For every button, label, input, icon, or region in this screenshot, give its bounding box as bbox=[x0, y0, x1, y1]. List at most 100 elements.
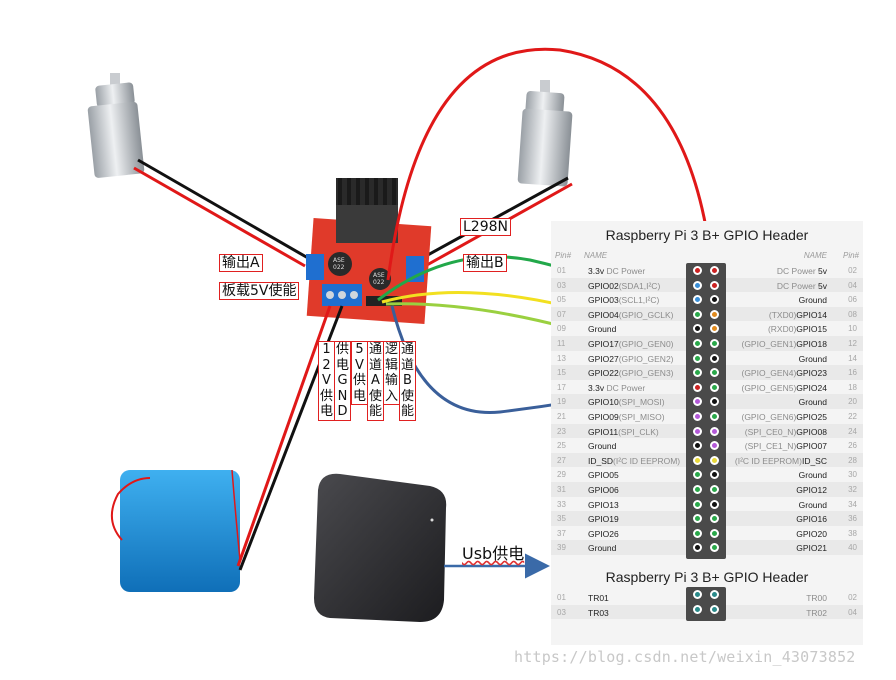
pin-name-left: GPIO22(GPIO_GEN3) bbox=[588, 368, 674, 378]
pin-label-right: GPIO07 bbox=[796, 441, 827, 452]
terminal-char: 道 bbox=[368, 357, 382, 373]
pin-label-right: Ground bbox=[798, 295, 827, 306]
pin-name-left: GPIO13 bbox=[588, 500, 619, 510]
pin-number-left: 01 bbox=[557, 593, 566, 602]
pin-label-right: Ground bbox=[798, 397, 827, 408]
pin-name-left: GPIO05 bbox=[588, 470, 619, 480]
watermark: https://blog.csdn.net/weixin_43073852 bbox=[514, 648, 856, 666]
terminal-char: 1 bbox=[322, 342, 331, 357]
pin-label-right: GPIO20 bbox=[796, 528, 827, 539]
gpio-pin-dot bbox=[710, 412, 719, 421]
pin-function-right: (GPIO_GEN4) bbox=[741, 368, 797, 379]
gpio-pin-dot bbox=[710, 266, 719, 275]
gpio-pin-dot bbox=[710, 309, 719, 319]
pin-number-left: 31 bbox=[557, 485, 566, 494]
power-bank bbox=[292, 466, 472, 640]
pin-number-right: 22 bbox=[848, 412, 857, 421]
label-usb-power: Usb供电 bbox=[462, 540, 524, 564]
label-output-a: 输出A bbox=[219, 254, 263, 272]
capacitor-text-2: 022 bbox=[333, 264, 345, 271]
pin-label-left: Ground bbox=[588, 543, 617, 554]
pin-name-right: GPIO12 bbox=[796, 485, 827, 495]
gpio-pin-dot bbox=[710, 280, 719, 290]
pin-number-left: 35 bbox=[557, 514, 566, 524]
pin-number-left: 23 bbox=[557, 426, 566, 436]
terminal-char: 辑 bbox=[384, 357, 398, 373]
pin-function-right: (GPIO_GEN5) bbox=[741, 382, 797, 393]
pin-name-right: Ground bbox=[799, 470, 827, 480]
pin-label-left: TR01 bbox=[588, 593, 609, 603]
pin-number-left: 15 bbox=[557, 368, 566, 378]
gpio-pin-dot bbox=[710, 455, 719, 465]
pin-label-left: GPIO10 bbox=[588, 397, 619, 408]
pin-name-right: GPIO21 bbox=[796, 543, 827, 553]
pin-number-left: 27 bbox=[557, 455, 566, 465]
pin-name-right: TR00 bbox=[806, 593, 827, 603]
pin-function-right: (GPIO_GEN6) bbox=[741, 412, 797, 422]
terminal-char: 2 bbox=[322, 357, 331, 373]
terminal-char: 电 bbox=[319, 404, 333, 419]
terminal-char: 能 bbox=[368, 404, 382, 419]
battery-pack bbox=[96, 456, 266, 604]
pin-function-right: (GPIO_GEN1) bbox=[741, 339, 797, 349]
pin-label-left: GPIO03 bbox=[588, 295, 619, 306]
gpio-pin-dot bbox=[693, 324, 702, 334]
pin-label-right: GPIO08 bbox=[796, 426, 827, 437]
pin-number-left: 05 bbox=[557, 295, 566, 305]
pin-name-left: TR01 bbox=[588, 593, 609, 603]
pin-name-left: GPIO11(SPI_CLK) bbox=[588, 427, 659, 437]
capacitor-text-3: ASE bbox=[373, 272, 385, 279]
pin-name-right: Ground bbox=[799, 354, 827, 364]
gpio-title: Raspberry Pi 3 B+ GPIO Header bbox=[605, 227, 809, 243]
gpio-pin-dot bbox=[710, 514, 719, 524]
terminal-char: 使 bbox=[400, 388, 414, 404]
gpio-pin-dot bbox=[693, 266, 702, 275]
pin-label-left: Ground bbox=[588, 441, 617, 452]
pin-number-left: 01 bbox=[557, 266, 566, 275]
pin-function-left: (SPI_MISO) bbox=[618, 412, 665, 422]
col-pin-right: Pin# bbox=[842, 251, 859, 260]
label-output-b: 输出B bbox=[463, 254, 507, 272]
gpio-pin-dot bbox=[710, 353, 719, 363]
pin-label-right: GPIO24 bbox=[796, 382, 827, 393]
pin-label-left: GPIO04 bbox=[588, 309, 619, 320]
pin-function-left: (I²C ID EEPROM) bbox=[613, 455, 681, 466]
pin-function-right: (RXD0) bbox=[767, 324, 797, 335]
terminal-char: N bbox=[337, 388, 348, 404]
pin-name-right: Ground bbox=[799, 500, 827, 510]
gpio-pin-dot bbox=[710, 604, 719, 614]
usb-power-text: Usb供电 bbox=[462, 544, 525, 563]
gpio-pin-dot bbox=[710, 499, 719, 509]
gpio-pin-dot bbox=[693, 339, 702, 348]
capacitor-text-4: 022 bbox=[373, 279, 385, 286]
gpio-pin-dot bbox=[693, 309, 702, 319]
gpio-pin-dot bbox=[710, 324, 719, 334]
pin-name-right: (I²C ID EEPROM)ID_SC bbox=[735, 456, 827, 466]
motor-right bbox=[517, 80, 573, 187]
pin-label-right: GPIO18 bbox=[796, 339, 827, 349]
pin-function-left: DC Power bbox=[604, 266, 646, 276]
pin-name-left: ID_SD(I²C ID EEPROM) bbox=[588, 456, 680, 466]
pin-label-left: TR03 bbox=[588, 607, 609, 618]
gpio-pin-dot bbox=[710, 382, 719, 392]
pin-label-left: GPIO27 bbox=[588, 353, 619, 364]
terminal-char: 通 bbox=[400, 342, 414, 357]
pin-label-left: GPIO09 bbox=[588, 412, 619, 422]
pin-number-right: 34 bbox=[848, 499, 857, 509]
pin-number-right: 04 bbox=[848, 607, 857, 617]
pin-name-right: Ground bbox=[799, 397, 827, 407]
pin-label-right: GPIO25 bbox=[796, 412, 827, 422]
gpio-pin-dot bbox=[710, 470, 719, 480]
gpio-pin-dot bbox=[693, 412, 702, 421]
pin-number-left: 11 bbox=[557, 339, 566, 348]
pin-function-right: TR00 bbox=[806, 593, 827, 603]
gpio-pin-dot bbox=[693, 514, 702, 524]
pin-function-right: (TXD0) bbox=[768, 309, 797, 320]
